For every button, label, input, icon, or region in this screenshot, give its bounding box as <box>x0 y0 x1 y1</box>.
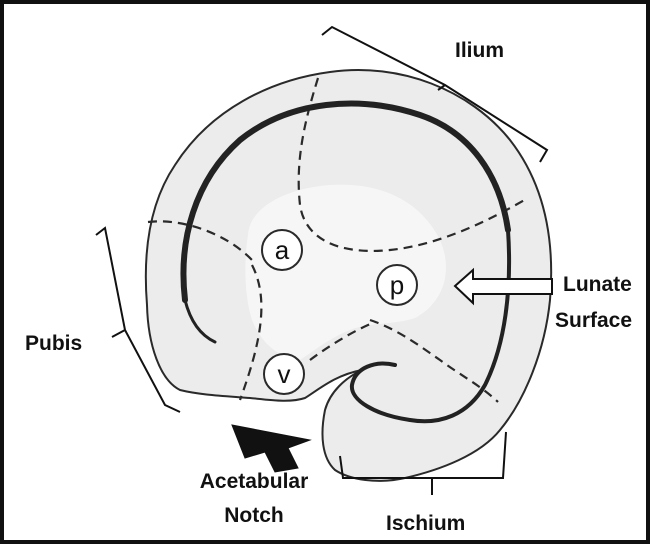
lunate-label-line1: Lunate <box>563 273 632 296</box>
notch-label-line1: Acetabular <box>200 470 309 493</box>
notch-arrow <box>232 425 310 472</box>
lunate-label-line2: Surface <box>555 309 632 332</box>
marker-v: v <box>264 354 304 394</box>
marker-v-label: v <box>278 359 291 389</box>
marker-p-label: p <box>390 270 404 300</box>
ischium-label: Ischium <box>386 512 465 535</box>
notch-label-line2: Notch <box>224 504 284 527</box>
marker-a-label: a <box>275 235 290 265</box>
marker-a: a <box>262 230 302 270</box>
ilium-label: Ilium <box>455 39 504 62</box>
marker-p: p <box>377 265 417 305</box>
pubis-label: Pubis <box>25 332 82 355</box>
